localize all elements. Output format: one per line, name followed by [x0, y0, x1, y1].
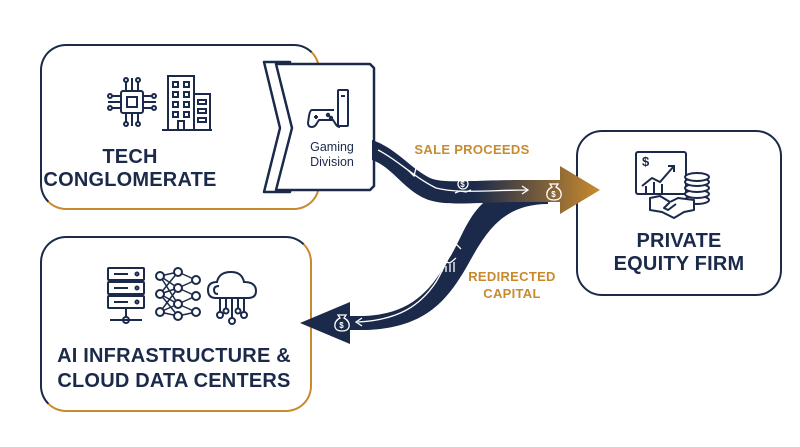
tech-title-line1: TECH: [102, 146, 158, 168]
sale-proceeds-label: SALE PROCEEDS: [414, 142, 530, 157]
growth-chart-small-icon: [440, 257, 457, 272]
handshake-icon: [648, 190, 696, 225]
redirected-capital-label: REDIRECTED CAPITAL: [462, 268, 562, 302]
chip-icon: [104, 74, 160, 135]
svg-text:$: $: [551, 190, 556, 199]
growth-chart-icon: $: [634, 150, 698, 213]
ai-infrastructure-card: AI INFRASTRUCTURE & CLOUD DATA CENTERS: [40, 236, 312, 412]
division-line1: Gaming: [310, 140, 354, 154]
money-bag-small-icon: $: [334, 314, 350, 332]
gaming-division-chevron: [262, 60, 376, 194]
svg-text:$: $: [339, 321, 344, 330]
redirected-line1: REDIRECTED: [468, 269, 556, 284]
ai-infrastructure-title: AI INFRASTRUCTURE & CLOUD DATA CENTERS: [42, 344, 306, 394]
svg-text:$: $: [460, 180, 465, 189]
ai-title-line1: AI INFRASTRUCTURE &: [57, 345, 291, 367]
tech-conglomerate-title: TECH CONGLOMERATE: [42, 146, 218, 192]
private-equity-title: PRIVATE EQUITY FIRM: [578, 230, 780, 276]
dollar-hand-icon: $: [454, 178, 472, 194]
svg-text:$: $: [642, 154, 650, 169]
game-console-icon: [306, 88, 356, 135]
tech-title-line2: CONGLOMERATE: [43, 169, 217, 191]
cloud-network-icon: [204, 268, 260, 331]
pe-title-line1: PRIVATE: [636, 230, 722, 252]
gaming-division-label: Gaming Division: [290, 140, 374, 170]
redirected-capital-arrow: [300, 182, 548, 344]
neural-network-icon: [152, 266, 204, 327]
pe-title-line2: EQUITY FIRM: [613, 253, 745, 275]
ai-title-line2: CLOUD DATA CENTERS: [57, 370, 291, 392]
private-equity-card: $ PRIVATE EQUITY FIRM: [576, 130, 782, 296]
server-rack-icon: [104, 266, 148, 331]
redirected-line2: CAPITAL: [483, 286, 541, 301]
money-bag-icon: $: [546, 183, 562, 201]
division-line2: Division: [310, 155, 354, 169]
office-building-icon: [160, 70, 214, 137]
